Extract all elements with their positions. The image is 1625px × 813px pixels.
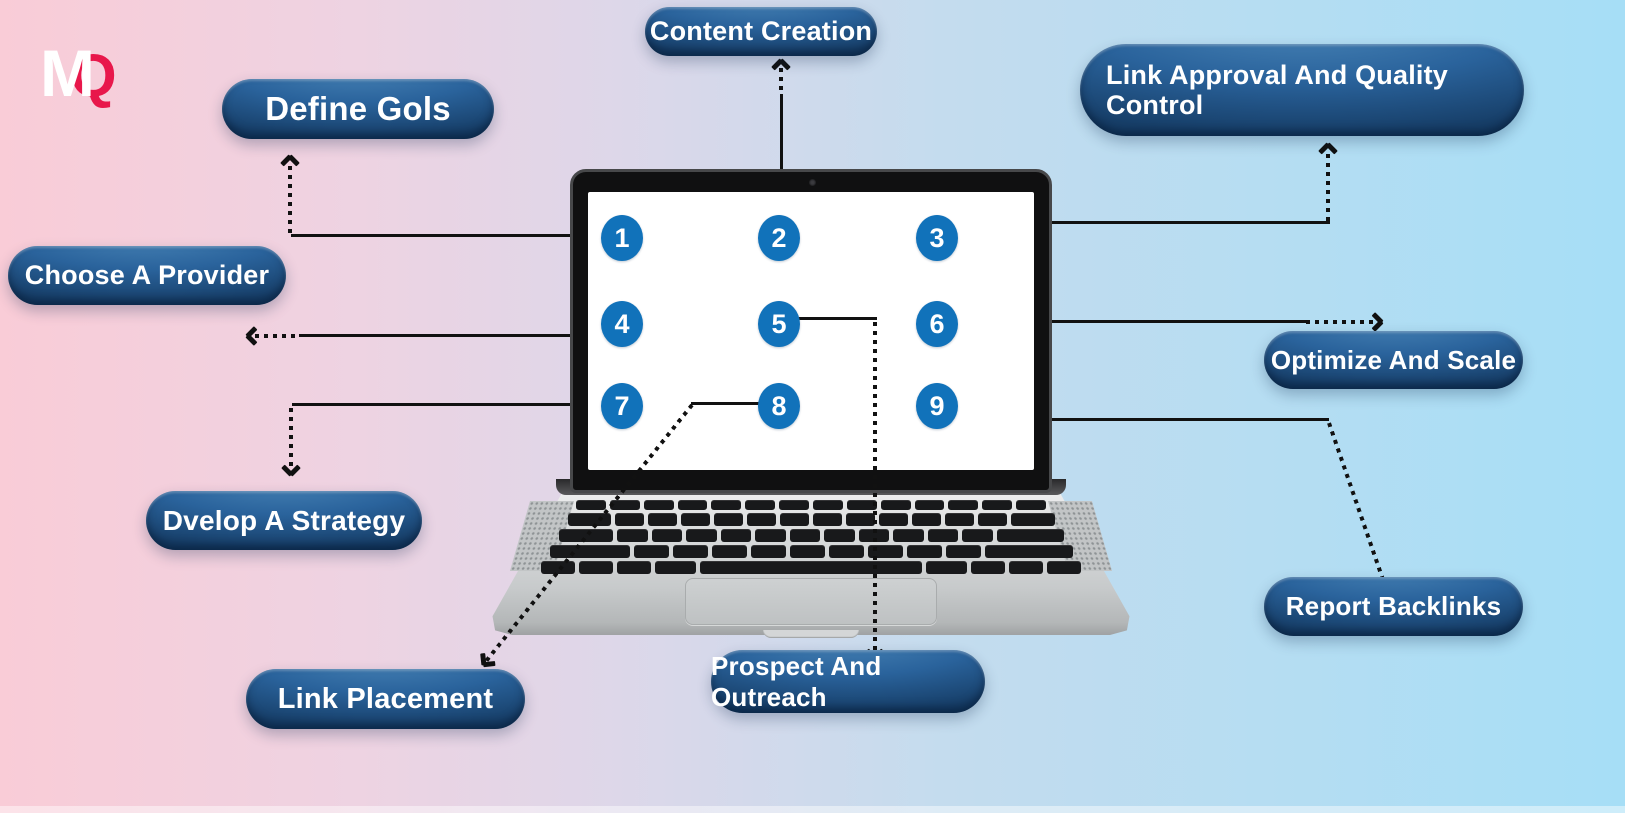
step-circle-3: 3 xyxy=(916,215,958,261)
connector-optimize-and-scale-line xyxy=(1046,320,1308,323)
label-text: Optimize And Scale xyxy=(1270,344,1517,375)
step-circle-7: 7 xyxy=(601,383,643,429)
step-circle-9: 9 xyxy=(916,383,958,429)
connector-dvelop-a-strategy-line xyxy=(292,403,576,406)
connector-define-gols-dotted xyxy=(288,166,292,236)
label-text: Content Creation xyxy=(649,16,873,46)
connector-prospect-dotted xyxy=(873,322,877,652)
label-link-placement: Link Placement xyxy=(246,669,525,729)
arrowhead-choose-a-provider xyxy=(245,327,257,345)
label-text: Report Backlinks xyxy=(1285,591,1502,621)
connector-report-backlinks-dotted xyxy=(1327,422,1387,587)
label-text: Dvelop A Strategy xyxy=(162,504,406,536)
laptop-screen xyxy=(588,192,1034,470)
label-link-approval-and-quality-control: Link Approval And Quality Control xyxy=(1080,44,1524,136)
connector-link-approval-dotted xyxy=(1326,154,1330,223)
step-circle-1: 1 xyxy=(601,215,643,261)
connector-choose-a-provider-dotted xyxy=(255,334,300,338)
connector-dvelop-a-strategy-dotted xyxy=(289,408,293,468)
label-define-gols: Define Gols xyxy=(222,79,494,139)
arrowhead-content-creation xyxy=(772,58,790,70)
label-text: Choose A Provider xyxy=(24,260,270,290)
label-dvelop-a-strategy: Dvelop A Strategy xyxy=(146,491,422,550)
connector-content-creation-line xyxy=(780,94,783,180)
step-circle-6: 6 xyxy=(916,301,958,347)
logo-letter-m: M xyxy=(40,36,95,110)
step-circle-4: 4 xyxy=(601,301,643,347)
step-circle-8: 8 xyxy=(758,383,800,429)
label-report-backlinks: Report Backlinks xyxy=(1264,577,1523,636)
arrowhead-optimize-and-scale xyxy=(1372,313,1384,331)
label-content-creation: Content Creation xyxy=(645,7,877,56)
laptop-lid-notch xyxy=(763,630,859,638)
connector-report-backlinks-line xyxy=(1046,418,1329,421)
step-circle-5: 5 xyxy=(758,301,800,347)
webcam-icon xyxy=(809,179,816,186)
connector-define-gols-line xyxy=(291,234,576,237)
connector-step5-line xyxy=(798,317,877,320)
label-optimize-and-scale: Optimize And Scale xyxy=(1264,331,1523,389)
connector-step8-line xyxy=(691,402,761,405)
label-text: Link Placement xyxy=(277,682,494,715)
label-choose-a-provider: Choose A Provider xyxy=(8,246,286,305)
label-text: Prospect And Outreach xyxy=(711,650,882,712)
label-text: Define Gols xyxy=(265,90,451,127)
bottom-strip xyxy=(0,806,1625,813)
brand-logo: Q M xyxy=(40,36,150,116)
connector-optimize-and-scale-dotted xyxy=(1306,320,1374,324)
laptop-lid xyxy=(570,169,1052,493)
label-prospect-and-outreach: Prospect And Outreach xyxy=(711,650,985,713)
connector-link-approval-line xyxy=(1046,221,1330,224)
logo-letter-q: Q xyxy=(70,42,117,109)
label-text: Link Approval And Quality Control xyxy=(1106,59,1449,120)
arrowhead-define-gols xyxy=(281,154,299,166)
arrowhead-dvelop-a-strategy xyxy=(282,465,300,477)
arrowhead-link-approval xyxy=(1319,142,1337,154)
touchpad xyxy=(685,578,937,625)
connector-content-creation-dotted xyxy=(779,68,783,95)
connector-choose-a-provider-line xyxy=(299,334,576,337)
step-circle-2: 2 xyxy=(758,215,800,261)
